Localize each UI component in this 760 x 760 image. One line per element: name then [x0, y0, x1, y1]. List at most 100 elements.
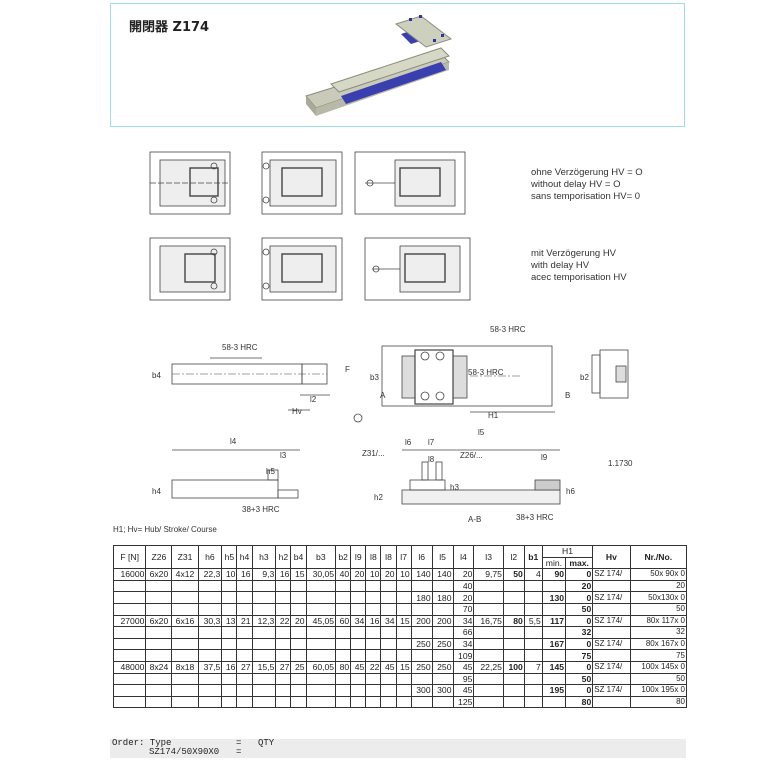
table-cell [145, 602, 173, 616]
table-cell [502, 579, 525, 593]
col-header: b4 [290, 544, 307, 570]
table-cell [365, 602, 382, 616]
table-cell: 15 [395, 660, 412, 674]
table-cell [171, 684, 199, 697]
table-cell [221, 684, 238, 697]
table-cell [502, 672, 525, 686]
table-cell [236, 637, 253, 651]
table-cell [251, 626, 277, 639]
table-cell [112, 579, 147, 593]
table-cell: 60,05 [305, 660, 337, 674]
table-cell [236, 602, 253, 616]
table-cell [523, 591, 543, 604]
table-cell [473, 649, 504, 662]
label-h3: h3 [450, 483, 459, 492]
base-plan-drawing [353, 345, 555, 423]
table-cell [395, 649, 412, 662]
col-header: l2 [502, 544, 525, 570]
table-cell: 100x 145x 0 [629, 660, 688, 674]
table-cell: 32 [629, 626, 688, 639]
table-cell [502, 637, 525, 651]
table-cell: 145 [541, 660, 567, 674]
table-cell: 22,3 [197, 568, 223, 581]
col-header: F [N] [112, 544, 147, 570]
table-cell [145, 637, 173, 651]
note-with-delay-de: mit Verzögerung HV [531, 248, 617, 259]
table-cell: 80x 117x 0 [629, 614, 688, 628]
table-cell: 21 [236, 614, 253, 628]
table-cell: 22 [365, 660, 382, 674]
page-title: 開閉器 Z174 [129, 20, 210, 35]
col-header: h3 [251, 544, 277, 570]
table-cell: 109 [452, 649, 475, 662]
table-cell [251, 695, 277, 709]
table-cell [197, 684, 223, 697]
table-cell [145, 684, 173, 697]
table-cell [221, 672, 238, 686]
table-cell [197, 602, 223, 616]
table-cell: 75 [629, 649, 688, 662]
label-a: A [380, 391, 386, 400]
col-header: h5 [221, 544, 238, 570]
table-cell: 200 [431, 614, 454, 628]
table-cell [473, 579, 504, 593]
table-cell [395, 602, 412, 616]
table-cell [541, 695, 567, 709]
order-eq-1: = [236, 738, 242, 748]
table-cell: 22,25 [473, 660, 504, 674]
table-cell: 15 [395, 614, 412, 628]
table-cell [335, 637, 352, 651]
table-cell [380, 637, 397, 651]
table-cell [541, 602, 567, 616]
table-cell [523, 684, 543, 697]
table-cell: 66 [452, 626, 475, 639]
table-cell: 16000 [112, 568, 147, 581]
table-cell [221, 695, 238, 709]
note-with-delay: mit Verzögerung HV with delay HV acec te… [531, 248, 627, 284]
table-cell [335, 591, 352, 604]
col-header: h2 [275, 544, 292, 570]
table-cell [335, 579, 352, 593]
table-cell [145, 626, 173, 639]
table-cell [251, 602, 277, 616]
table-cell [290, 626, 307, 639]
label-z26: Z26/... [460, 451, 483, 460]
table-cell [221, 602, 238, 616]
table-cell [171, 672, 199, 686]
table-cell [305, 602, 337, 616]
table-cell [365, 672, 382, 686]
label-b3: b3 [370, 373, 379, 382]
table-cell: 200 [410, 614, 433, 628]
table-cell [473, 672, 504, 686]
table-cell [171, 637, 199, 651]
table-cell: 37,5 [197, 660, 223, 674]
table-cell: 167 [541, 637, 567, 651]
table-cell [171, 579, 199, 593]
table-cell [431, 579, 454, 593]
table-cell: 20 [452, 591, 475, 604]
table-cell [251, 591, 277, 604]
table-cell [305, 695, 337, 709]
mechanism-view-6 [364, 237, 471, 301]
section-ab-drawing [401, 449, 561, 505]
table-cell [335, 602, 352, 616]
table-cell: 45 [452, 660, 475, 674]
table-cell [171, 695, 199, 709]
table-cell [145, 591, 173, 604]
table-cell [251, 672, 277, 686]
table-cell [523, 672, 543, 686]
col-header: l8 [380, 544, 397, 570]
label-hrc-3: 58-3 HRC [468, 368, 504, 377]
order-eq-2: = [236, 747, 242, 757]
table-cell [112, 684, 147, 697]
table-cell: 140 [431, 568, 454, 581]
table-cell [171, 649, 199, 662]
table-cell [592, 649, 631, 662]
table-cell: 16 [365, 614, 382, 628]
table-cell [305, 672, 337, 686]
table-cell: 10 [221, 568, 238, 581]
note-no-delay-fr: sans temporisation HV= 0 [531, 191, 641, 202]
